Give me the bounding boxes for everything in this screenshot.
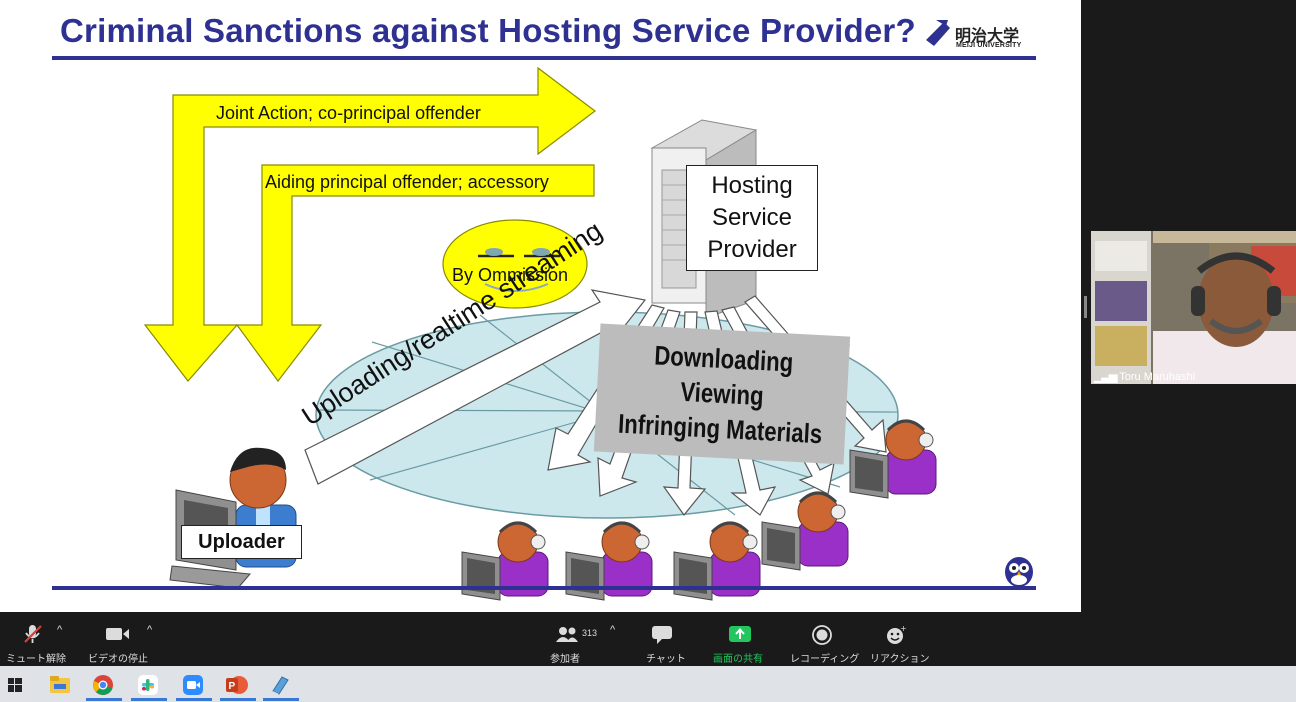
aiding-label: Aiding principal offender; accessory [265, 172, 549, 192]
title-underline [52, 56, 1036, 60]
share-screen-button[interactable]: 画面の共有 [708, 612, 774, 666]
participant-video-tile[interactable] [1091, 231, 1296, 384]
smiley-reaction-icon: + [887, 625, 906, 644]
chrome-active-indicator [86, 698, 122, 701]
participant-name: Toru Maruhashi [1119, 371, 1196, 383]
panel-resize-handle[interactable] [1084, 296, 1087, 318]
stop-video-label: ビデオの停止 [88, 654, 148, 665]
windows-start-icon[interactable] [8, 678, 22, 692]
participants-count: 313 [582, 628, 598, 638]
server-label-line: Hosting [711, 172, 793, 199]
ommission-label: By Ommission [452, 265, 569, 285]
logo-subtext: MEIJI UNIVERSITY [956, 42, 1022, 49]
slide-title: Criminal Sanctions against Hosting Servi… [60, 12, 916, 49]
record-button[interactable]: レコーディング [788, 612, 860, 666]
notes-active-indicator [263, 698, 299, 701]
chat-button[interactable]: チャット [634, 612, 690, 666]
chevron-up-icon[interactable]: ^ [57, 624, 63, 636]
participants-icon [556, 627, 578, 642]
chat-icon [652, 626, 672, 644]
participants-button[interactable]: 313 参加者 [540, 612, 598, 666]
share-screen-label: 画面の共有 [713, 654, 763, 665]
chevron-up-icon[interactable]: ^ [610, 624, 616, 636]
smiley-face-icon [442, 219, 588, 309]
mute-button[interactable]: ミュート解除 [0, 612, 66, 666]
signal-bars-icon: ▁▃▅ [1094, 371, 1117, 383]
participant-video-frame [1091, 231, 1296, 384]
video-camera-icon [106, 628, 129, 640]
server-label: Hosting Service Provider [686, 165, 818, 271]
reactions-button[interactable]: + リアクション [862, 612, 930, 666]
share-screen-icon [729, 626, 751, 642]
stop-video-button[interactable]: ビデオの停止 [84, 612, 150, 666]
slide-diagram [143, 20, 1033, 601]
uploader-label: Uploader [181, 525, 302, 559]
aiding-arrow [235, 164, 595, 383]
muted-mic-icon [24, 625, 42, 643]
svg-text:P: P [229, 681, 236, 692]
meeting-toolbar: ミュート解除 ^ ビデオの停止 ^ 313 参加者 ^ チャット [0, 612, 1296, 666]
zoom-active-indicator [176, 698, 212, 701]
powerpoint-active-indicator [220, 698, 256, 701]
server-label-line: Service [711, 204, 793, 231]
viewer-person-icons [461, 419, 937, 601]
participant-name-label: ▁▃▅ Toru Maruhashi [1094, 370, 1195, 383]
slack-icon[interactable] [138, 675, 158, 695]
server-label-line: Provider [707, 236, 797, 263]
file-explorer-icon[interactable] [50, 676, 70, 694]
uploader-person-icon [169, 447, 297, 589]
zoom-icon[interactable] [183, 675, 203, 695]
joint-action-arrow [143, 66, 596, 382]
chevron-up-icon[interactable]: ^ [147, 624, 153, 636]
record-icon [812, 625, 832, 645]
mute-label: ミュート解除 [6, 654, 66, 665]
footer-line [52, 586, 1036, 590]
participants-label: 参加者 [550, 654, 580, 665]
meiji-logo-icon [926, 20, 950, 46]
powerpoint-icon[interactable]: P [226, 675, 248, 695]
reactions-label: リアクション [870, 654, 930, 665]
slack-active-indicator [131, 698, 167, 701]
notes-icon[interactable] [270, 675, 290, 695]
svg-text:+: + [900, 625, 906, 633]
owl-mascot-icon [1005, 557, 1033, 587]
windows-taskbar [0, 666, 1296, 702]
chat-label: チャット [646, 654, 686, 665]
chrome-icon[interactable] [93, 675, 113, 695]
logo-text: 明治大学 [955, 26, 1020, 45]
shared-slide: Criminal Sanctions against Hosting Servi… [0, 0, 1081, 612]
upload-arrow [304, 289, 647, 485]
record-label: レコーディング [790, 654, 860, 665]
joint-action-label: Joint Action; co-principal offender [216, 103, 481, 123]
download-label: Downloading Viewing Infringing Materials [593, 323, 851, 465]
